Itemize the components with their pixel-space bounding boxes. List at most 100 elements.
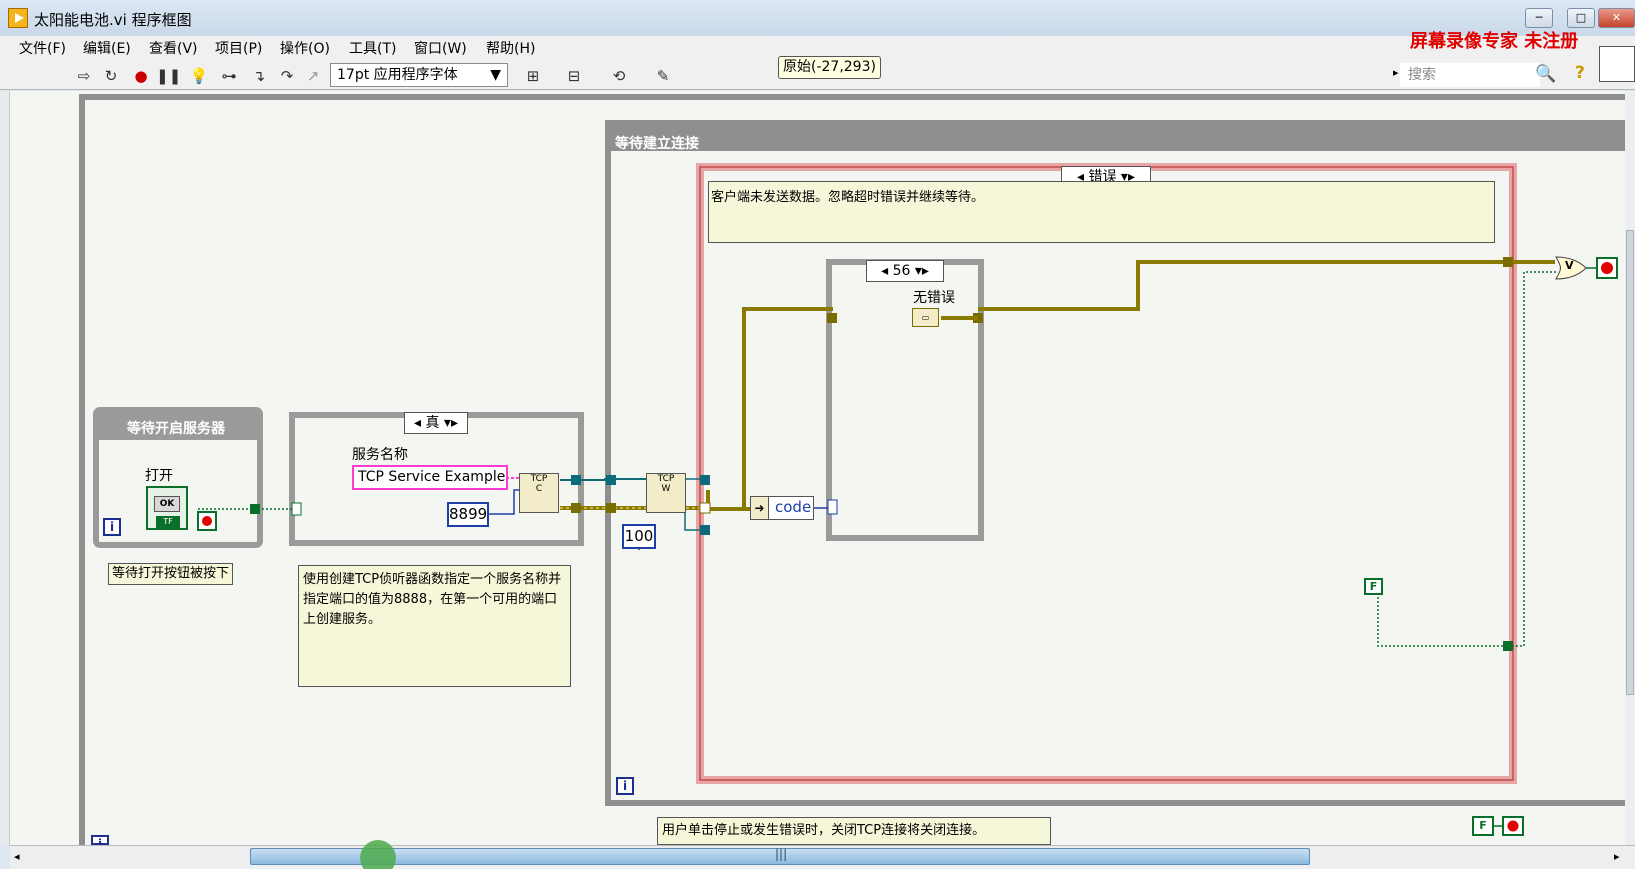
timeout-constant[interactable]: 100 (622, 524, 656, 549)
scroll-left-icon[interactable]: ◂ (14, 850, 20, 863)
case-56-selector-label[interactable]: ◂ 56 ▾▸ (866, 260, 944, 282)
create-listener-comment: 使用创建TCP侦听器函数指定一个服务名称并指定端口的值为8888，在第一个可用的… (298, 565, 571, 687)
no-error-constant[interactable]: ▭ (912, 308, 939, 327)
cleanup-diagram-icon[interactable]: ✎ (656, 67, 670, 85)
false-constant[interactable]: F (1364, 578, 1383, 595)
font-select-value: 17pt 应用程序字体 (337, 67, 458, 83)
font-select[interactable]: 17pt 应用程序字体 ▼ (330, 63, 508, 87)
listener-ref-wire (560, 478, 648, 481)
error-wire-to-case (710, 307, 833, 511)
search-input[interactable]: 搜索 (1400, 63, 1540, 87)
outer-iteration-terminal: i (91, 835, 109, 845)
menu-operate[interactable]: 操作(O) (280, 41, 330, 57)
close-button[interactable]: ✕ (1598, 8, 1635, 28)
tunnel-error (571, 503, 581, 513)
tunnel-case56-in (827, 313, 837, 323)
horizontal-scroll-thumb[interactable] (250, 848, 1310, 865)
or-label: V (1565, 259, 1574, 272)
stop-icon-loop1 (202, 516, 212, 526)
step-out-icon[interactable]: ↗ (306, 67, 320, 85)
step-over-icon[interactable]: ↷ (280, 67, 294, 85)
minimize-button[interactable]: ─ (1525, 8, 1553, 28)
highlight-execution-icon[interactable]: 💡 (189, 67, 209, 85)
seq-iteration-terminal: i (616, 777, 634, 795)
vertical-scroll-thumb[interactable] (1626, 230, 1634, 695)
sequence-title-bar (608, 121, 1632, 151)
reorder-icon[interactable]: ⟲ (612, 67, 626, 85)
case-true-selector[interactable]: ◂ 真 ▾▸ (404, 412, 468, 434)
mouse-cursor-highlight (360, 840, 396, 869)
menu-view[interactable]: 查看(V) (149, 41, 198, 57)
labview-app-icon (8, 8, 28, 28)
run-continuously-icon[interactable]: ↻ (104, 67, 118, 85)
tunnel-bool-out (1503, 641, 1513, 651)
watermark-text: 屏幕录像专家 未注册 (1410, 31, 1579, 52)
menu-tools[interactable]: 工具(T) (349, 41, 397, 57)
unbundle-arrow-icon: ➜ (751, 497, 769, 519)
menu-edit[interactable]: 编辑(E) (83, 41, 131, 57)
search-icon[interactable]: 🔍 (1535, 64, 1557, 84)
menu-project[interactable]: 项目(P) (215, 41, 263, 57)
tunnel-ref (571, 475, 581, 485)
window-title: 太阳能电池.vi 程序框图 (34, 11, 192, 29)
case-56-frame (826, 259, 984, 541)
wait-server-loop-title: 等待开启服务器 (127, 421, 225, 437)
port-constant[interactable]: 8899 (447, 502, 489, 527)
tunnel-error2 (606, 503, 616, 513)
tunnel (250, 504, 260, 514)
stop-icon (1601, 262, 1613, 274)
unbundle-by-name[interactable]: ➜ code (750, 496, 814, 520)
service-name-constant[interactable]: TCP Service Example (352, 465, 508, 490)
sequence-title: 等待建立连接 (615, 136, 699, 152)
left-margin (0, 91, 10, 845)
false-constant-bottom[interactable]: F (1479, 819, 1487, 832)
no-error-label: 无错误 (913, 290, 955, 306)
service-name-label: 服务名称 (352, 447, 408, 463)
search-expand-icon[interactable]: ▸ (1393, 66, 1399, 79)
error-case-comment: 客户端未发送数据。忽略超时错误并继续等待。 (708, 181, 1495, 243)
distribute-objects-icon[interactable]: ⊟ (567, 67, 581, 85)
tunnel-error3 (699, 502, 711, 514)
tunnel-ref2 (606, 475, 616, 485)
chevron-down-icon: ▼ (490, 67, 501, 83)
error-case-frame (696, 163, 1517, 784)
numeric-wire (489, 489, 520, 515)
abort-icon[interactable]: ● (134, 67, 148, 85)
step-into-icon[interactable]: ↴ (252, 67, 266, 85)
ok-button: OK (154, 496, 180, 512)
tunnel-error-out (1503, 257, 1513, 267)
open-button-terminal[interactable]: OK TF (146, 486, 188, 530)
tunnel-ref4 (700, 525, 710, 535)
wait-button-comment: 等待打开按钮被按下 (108, 563, 234, 585)
pause-icon[interactable]: ❚❚ (156, 67, 182, 85)
menu-window[interactable]: 窗口(W) (414, 41, 467, 57)
case-true-label: 真 (425, 415, 440, 431)
open-button-label: 打开 (145, 468, 173, 484)
loop1-iteration-terminal: i (103, 518, 121, 536)
tf-label: TF (156, 516, 180, 528)
or-function (1555, 256, 1587, 280)
context-help-icon[interactable]: ? (1575, 63, 1585, 83)
bool-wire-false (1377, 271, 1557, 647)
wait-server-title-bar (96, 410, 260, 440)
menu-file[interactable]: 文件(F) (19, 41, 66, 57)
code-label: code (775, 498, 812, 516)
run-icon[interactable]: ⇨ (77, 67, 91, 85)
error-wire-out (978, 260, 1555, 311)
retain-wire-values-icon[interactable]: ⊶ (221, 67, 237, 85)
align-objects-icon[interactable]: ⊞ (526, 67, 540, 85)
scroll-grip-icon: ||| (775, 847, 788, 861)
coordinates-tooltip: 原始(-27,293) (778, 56, 881, 79)
case-56-value: 56 (892, 263, 911, 279)
scroll-right-icon[interactable]: ▸ (1614, 850, 1620, 863)
vi-icon (1599, 46, 1635, 82)
stop-icon-bottom (1507, 820, 1519, 832)
close-connection-comment: 用户单击停止或发生错误时，关闭TCP连接将关闭连接。 (657, 817, 1051, 845)
tunnel-ref3 (700, 475, 710, 485)
maximize-button[interactable]: □ (1567, 8, 1595, 28)
case-56-selector (827, 499, 838, 515)
menu-help[interactable]: 帮助(H) (486, 41, 536, 57)
